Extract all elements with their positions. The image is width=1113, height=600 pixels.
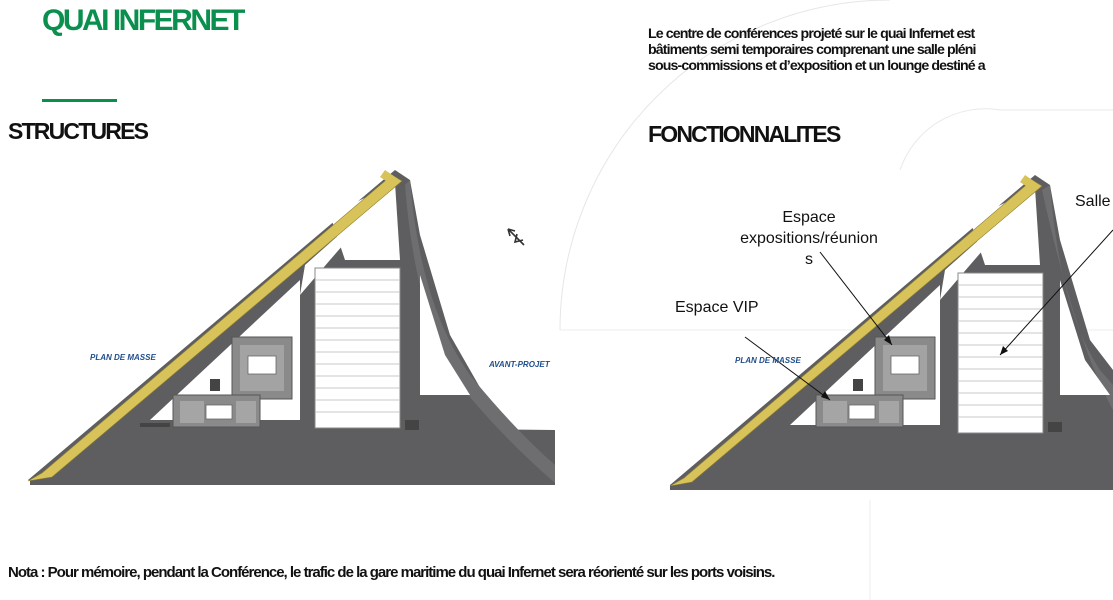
footer-note: Nota : Pour mémoire, pendant la Conféren… — [8, 564, 775, 581]
plenary-hall — [314, 267, 401, 429]
structures-site-plan — [27, 170, 555, 485]
intro-line-1: Le centre de conférences projeté sur le … — [648, 26, 975, 42]
intro-line-2: bâtiments semi temporaires comprenant un… — [648, 42, 977, 58]
intro-text: Le centre de conférences projeté sur le … — [648, 26, 1113, 74]
north-arrow-icon — [507, 228, 525, 246]
callout-expo: Espace expositions/réunion s — [718, 207, 900, 270]
page-title: QUAI INFERNET — [42, 4, 245, 37]
structures-heading: STRUCTURES — [8, 118, 149, 144]
functions-heading: FONCTIONNALITES — [648, 121, 841, 147]
structures-project-label: AVANT-PROJET — [489, 360, 550, 369]
road-bottom — [30, 425, 555, 485]
intro-line-3: sous-commissions et d’exposition et un l… — [648, 58, 986, 74]
callout-vip: Espace VIP — [675, 299, 759, 316]
functions-plan-label: PLAN DE MASSE — [735, 356, 801, 365]
structures-plan-label: PLAN DE MASSE — [90, 353, 156, 362]
quay-edge — [27, 174, 403, 482]
callout-salle: Salle — [1075, 193, 1111, 210]
callout-expo-line-2: expositions/réunion — [740, 230, 878, 247]
callout-expo-line-1: Espace — [782, 209, 836, 226]
functions-site-plan — [670, 175, 1113, 490]
title-underline — [42, 99, 117, 102]
callout-expo-line-3: s — [805, 251, 813, 268]
